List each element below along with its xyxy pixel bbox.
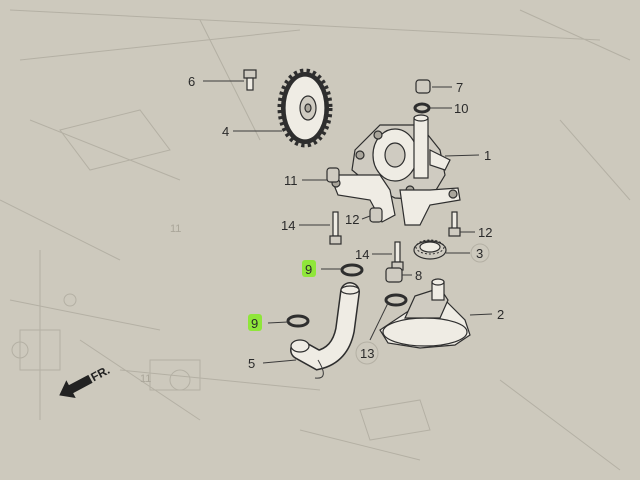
callout-14-left: 14 [281, 218, 295, 233]
part-1-oil-pump [329, 114, 461, 226]
part-11-o-ring [384, 293, 408, 307]
part-9-o-ring-upper [340, 263, 364, 277]
highlight-9-lower [248, 314, 262, 331]
callout-3: 3 [476, 246, 483, 261]
part-4-gear [277, 68, 333, 148]
part-2-oil-strainer [379, 278, 471, 349]
callout-1: 1 [484, 148, 491, 163]
svg-text:11: 11 [170, 223, 181, 235]
callout-12-lower: 12 [345, 212, 359, 227]
leader-lines [203, 80, 493, 364]
part-12-dowel-lower [369, 207, 383, 223]
callout-10: 10 [454, 101, 468, 116]
callout-8: 7 [456, 80, 463, 95]
callout-4: 4 [222, 124, 229, 139]
callout-9-upper: 9 [305, 262, 312, 277]
callout-2: 2 [497, 307, 504, 322]
part-3-seal [413, 239, 447, 260]
part-5-oil-pipe [290, 282, 360, 379]
svg-text:11: 11 [140, 373, 151, 385]
callout-13: 12 [478, 225, 492, 240]
callout-11: 13 [360, 346, 374, 361]
callout-9-lower: 9 [251, 316, 258, 331]
part-14-bolt-left [329, 211, 342, 245]
part-10-o-ring [413, 102, 431, 114]
part-13-bolt [448, 211, 461, 237]
part-7-collar [385, 267, 403, 283]
part-6-bolt [243, 69, 257, 91]
callout-5: 5 [248, 356, 255, 371]
arrow-left-icon [59, 374, 93, 398]
part-9-o-ring-lower [286, 314, 310, 328]
callout-12-upper: 11 [284, 173, 298, 188]
callout-6: 6 [188, 74, 195, 89]
callout-14-center: 14 [355, 247, 369, 262]
callout-7: 8 [415, 268, 422, 283]
highlight-9-upper [302, 260, 316, 277]
part-12-dowel-upper [326, 167, 340, 183]
part-8-collar [415, 79, 431, 94]
callouts: 6 4 7 10 1 11 14 12 12 14 3 8 9 9 2 13 5 [188, 74, 504, 371]
